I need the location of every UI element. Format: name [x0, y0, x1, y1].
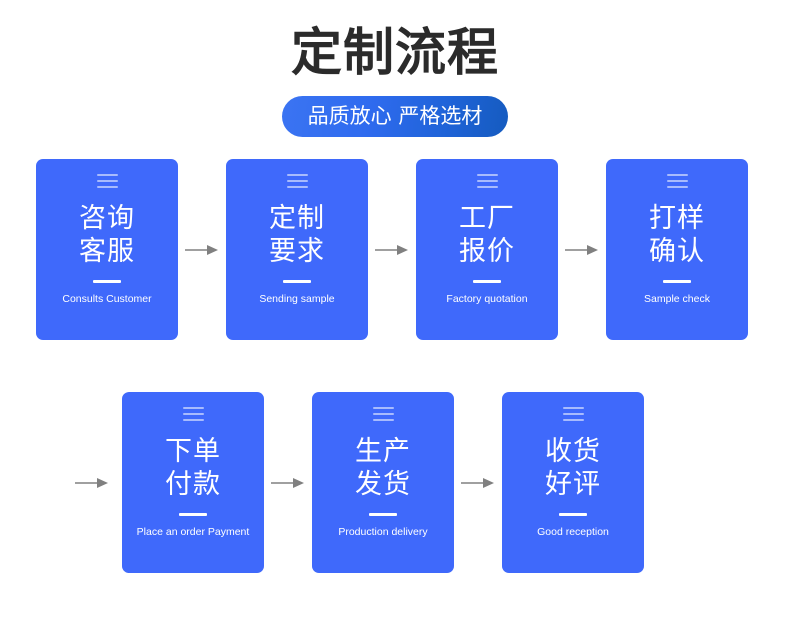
flow-step-subtitle-en: Sample check: [644, 293, 710, 305]
flow-step-title-line-2: 付款: [165, 469, 221, 500]
flow-step-title-cn: 打样确认: [649, 202, 705, 268]
flow-step-card[interactable]: 咨询客服 Consults Customer: [36, 159, 178, 340]
flow-step-subtitle-en: Factory quotation: [446, 293, 528, 305]
flow-step-title-line-1: 下单: [165, 436, 221, 467]
flow-step-subtitle-en: Place an order Payment: [136, 526, 250, 538]
flow-step-subtitle-en: Consults Customer: [62, 293, 152, 305]
subtitle-badge: 品质放心 严格选材: [281, 96, 509, 137]
flow-step-title-line-1: 打样: [649, 203, 705, 234]
subtitle-badge-wrap: 品质放心 严格选材: [0, 96, 790, 137]
page-title: 定制流程: [290, 24, 499, 83]
flow-step-divider: [473, 280, 501, 283]
arrow-right-icon: [62, 476, 122, 490]
flow-step-title-line-1: 定制: [269, 203, 325, 234]
flow-step-divider: [559, 513, 587, 516]
arrow-right-icon: [368, 243, 416, 257]
hamburger-menu-icon: [562, 407, 584, 421]
flow-step-title-cn: 定制要求: [269, 202, 325, 268]
flow-step-subtitle-en: Sending sample: [259, 293, 335, 305]
flow-step-title-line-1: 生产: [355, 436, 411, 467]
flow-step-title-cn: 收货好评: [545, 435, 601, 501]
flow-step-title-line-1: 收货: [545, 436, 601, 467]
flow-step-title-cn: 生产发货: [355, 435, 411, 501]
flow-step-card[interactable]: 工厂报价 Factory quotation: [416, 159, 558, 340]
flow-step-divider: [663, 280, 691, 283]
flow-step-title-cn: 下单付款: [165, 435, 221, 501]
hamburger-menu-icon: [182, 407, 204, 421]
flow-step-title-cn: 工厂报价: [459, 202, 515, 268]
flow-step-subtitle-en: Good reception: [537, 526, 609, 538]
flow-step-card[interactable]: 收货好评 Good reception: [502, 392, 644, 573]
hamburger-menu-icon: [96, 174, 118, 188]
flow-step-title-line-1: 咨询: [79, 203, 135, 234]
flow-step-title-line-2: 发货: [355, 469, 411, 500]
flow-step-title-line-2: 确认: [649, 236, 705, 267]
hamburger-menu-icon: [286, 174, 308, 188]
flow-step-card[interactable]: 下单付款 Place an order Payment: [122, 392, 264, 573]
flow-step-title-line-2: 要求: [269, 236, 325, 267]
flow-step-title-line-1: 工厂: [459, 203, 515, 234]
flow-step-title-cn: 咨询客服: [79, 202, 135, 268]
arrow-right-icon: [454, 476, 502, 490]
flow-step-subtitle-en: Production delivery: [338, 526, 428, 538]
process-flow: 咨询客服 Consults Customer 定制要求 Sending sample 工…: [0, 159, 790, 573]
flow-step-title-line-2: 报价: [459, 236, 515, 267]
flow-step-divider: [93, 280, 121, 283]
hamburger-menu-icon: [666, 174, 688, 188]
flow-step-title-line-2: 客服: [79, 236, 135, 267]
arrow-right-icon: [264, 476, 312, 490]
flow-step-title-line-2: 好评: [545, 469, 601, 500]
page-header: 定制流程 品质放心 严格选材: [0, 0, 790, 137]
flow-step-divider: [283, 280, 311, 283]
flow-row-2: 下单付款 Place an order Payment 生产发货 Production…: [0, 392, 790, 573]
arrow-right-icon: [558, 243, 606, 257]
flow-row-1: 咨询客服 Consults Customer 定制要求 Sending sample 工…: [0, 159, 790, 340]
flow-step-divider: [179, 513, 207, 516]
flow-step-card[interactable]: 打样确认 Sample check: [606, 159, 748, 340]
flow-step-divider: [369, 513, 397, 516]
flow-step-card[interactable]: 定制要求 Sending sample: [226, 159, 368, 340]
flow-step-card[interactable]: 生产发货 Production delivery: [312, 392, 454, 573]
hamburger-menu-icon: [476, 174, 498, 188]
arrow-right-icon: [178, 243, 226, 257]
hamburger-menu-icon: [372, 407, 394, 421]
